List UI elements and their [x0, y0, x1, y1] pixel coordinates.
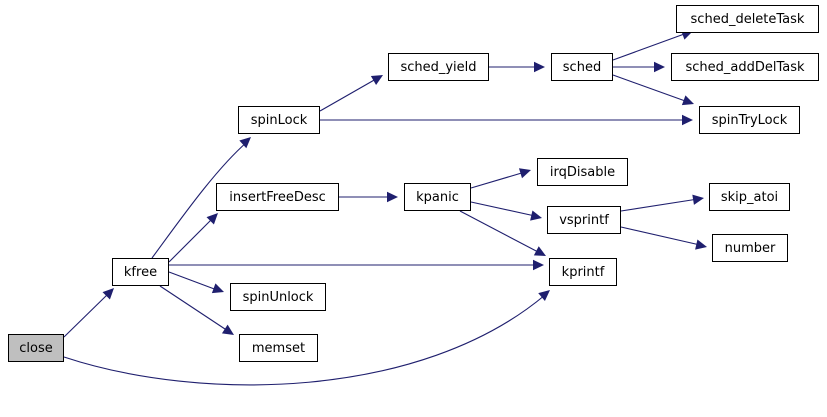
arrowhead-kfree-to-kprintf: [533, 259, 544, 271]
graph-node-label: sched_addDelTask: [685, 59, 805, 75]
edge-vsprintf-to-skip_atoi: [620, 198, 699, 212]
arrowhead-sched-to-sched_addDelTask: [654, 61, 665, 73]
graph-node-label: skip_atoi: [720, 189, 779, 205]
arrowhead-vsprintf-to-skip_atoi: [692, 194, 704, 205]
graph-node-kfree[interactable]: kfree: [112, 258, 169, 286]
arrowhead-spinLock-to-spinTryLock: [682, 114, 693, 126]
graph-node-memset[interactable]: memset: [239, 334, 318, 362]
arrowhead-sched-to-spinTryLock: [681, 95, 694, 106]
graph-node-label: sched: [562, 59, 602, 75]
arrowhead-vsprintf-to-number: [695, 239, 707, 250]
edge-spinLock-to-sched_yield: [319, 78, 377, 112]
graph-node-close[interactable]: close: [8, 334, 64, 362]
arrowhead-kfree-to-insertFreeDesc: [206, 213, 218, 225]
graph-node-label: kprintf: [561, 264, 605, 280]
graph-node-sched_deleteTask[interactable]: sched_deleteTask: [676, 5, 819, 33]
edge-close-to-kfree: [63, 292, 110, 338]
graph-node-spinLock[interactable]: spinLock: [238, 106, 320, 134]
arrowhead-kfree-to-spinLock: [239, 137, 251, 149]
arrowhead-kpanic-to-kprintf: [533, 246, 546, 256]
arrowhead-kpanic-to-irqDisable: [518, 168, 531, 179]
arrowhead-spinLock-to-sched_yield: [370, 75, 383, 86]
graph-node-skip_atoi[interactable]: skip_atoi: [709, 183, 790, 211]
graph-node-label: vsprintf: [559, 212, 609, 228]
graph-node-spinUnlock[interactable]: spinUnlock: [230, 283, 326, 311]
edge-kpanic-to-vsprintf: [470, 201, 536, 217]
graph-node-sched_addDelTask[interactable]: sched_addDelTask: [671, 53, 819, 81]
graph-node-label: sched_yield: [400, 59, 477, 75]
graph-node-label: irqDisable: [549, 164, 616, 180]
graph-node-label: number: [724, 240, 776, 256]
graph-node-label: spinLock: [250, 112, 308, 128]
arrowhead-kfree-to-spinUnlock: [211, 283, 224, 294]
graph-node-number[interactable]: number: [712, 234, 788, 262]
edge-kpanic-to-kprintf: [459, 210, 541, 254]
graph-node-label: spinTryLock: [711, 112, 788, 128]
edge-kfree-to-memset: [159, 285, 229, 332]
graph-node-insertFreeDesc[interactable]: insertFreeDesc: [216, 183, 339, 211]
arrowhead-sched_yield-to-sched: [534, 61, 545, 73]
graph-node-label: close: [19, 340, 53, 356]
edge-vsprintf-to-number: [620, 226, 701, 246]
edge-kfree-to-spinUnlock: [168, 271, 218, 291]
graph-node-label: spinUnlock: [242, 289, 314, 305]
graph-node-label: sched_deleteTask: [690, 11, 805, 27]
graph-node-label: kpanic: [416, 189, 459, 205]
arrowhead-close-to-kfree: [102, 288, 114, 300]
graph-node-label: kfree: [123, 264, 158, 280]
edge-kfree-to-insertFreeDesc: [168, 217, 214, 263]
arrowhead-close-to-kprintf: [538, 290, 550, 302]
arrowhead-kfree-to-memset: [221, 324, 234, 335]
edge-kpanic-to-irqDisable: [470, 171, 526, 189]
graph-node-vsprintf[interactable]: vsprintf: [547, 206, 621, 234]
graph-node-kprintf[interactable]: kprintf: [549, 258, 617, 286]
graph-node-irqDisable[interactable]: irqDisable: [537, 158, 628, 186]
graph-node-spinTryLock[interactable]: spinTryLock: [699, 106, 800, 134]
graph-node-kpanic[interactable]: kpanic: [404, 183, 471, 211]
graph-node-label: insertFreeDesc: [229, 189, 326, 205]
graph-node-sched[interactable]: sched: [551, 53, 613, 81]
arrowhead-insertFreeDesc-to-kpanic: [387, 191, 398, 203]
graph-node-label: memset: [251, 340, 306, 356]
arrowhead-kpanic-to-vsprintf: [530, 210, 542, 221]
graph-node-sched_yield[interactable]: sched_yield: [388, 53, 489, 81]
